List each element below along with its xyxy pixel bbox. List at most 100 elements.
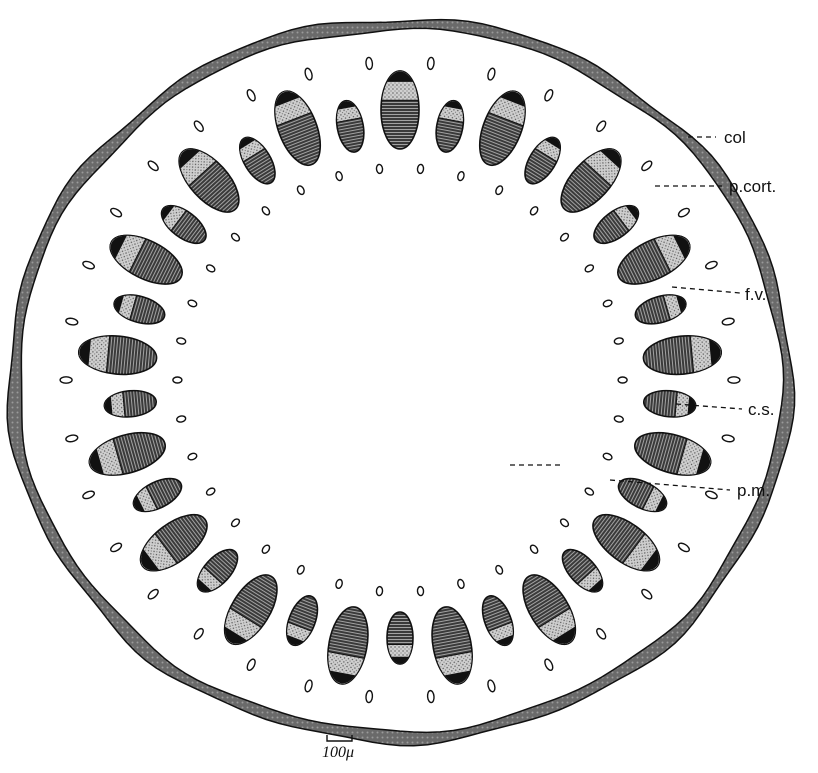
- pith-canal: [261, 205, 271, 216]
- secretory-canal: [728, 377, 740, 383]
- vascular-bundle: [190, 543, 244, 599]
- pith-canal: [495, 185, 504, 196]
- vascular-bundle: [613, 472, 671, 519]
- pith-canal: [230, 232, 241, 242]
- vascular-bundle: [476, 592, 519, 650]
- vascular-bundle: [632, 290, 689, 329]
- secretory-canal: [427, 690, 434, 703]
- secretory-canal: [595, 627, 607, 640]
- vascular-bundle: [426, 604, 478, 688]
- vascular-bundle: [518, 132, 568, 190]
- secretory-canal: [60, 377, 72, 383]
- secretory-canal: [365, 57, 372, 70]
- xylem: [190, 543, 244, 599]
- pith-canal: [614, 415, 624, 423]
- vascular-bundle: [155, 198, 212, 250]
- leader-lines: [510, 137, 742, 490]
- scale-bar: 100μ: [322, 735, 354, 761]
- vascular-bundle: [588, 198, 645, 250]
- secretory-canals: [60, 57, 740, 703]
- secretory-canal: [365, 690, 372, 703]
- secretory-canal: [147, 159, 160, 172]
- vascular-bundle: [432, 98, 467, 154]
- pith-canal: [457, 579, 465, 589]
- bundle-cap: [387, 72, 413, 82]
- secretory-canal: [543, 89, 554, 103]
- vascular-bundle: [266, 85, 330, 172]
- pith-canal: [176, 415, 186, 423]
- vascular-bundle: [333, 98, 368, 154]
- vascular-bundle: [471, 85, 535, 172]
- pith-canal: [376, 586, 383, 596]
- secretory-canal: [147, 588, 160, 601]
- pith-canal: [230, 518, 241, 528]
- label-c-s: c.s.: [748, 400, 774, 419]
- secretory-canal: [65, 317, 78, 325]
- pith-canal: [376, 164, 383, 174]
- xylem: [588, 198, 645, 250]
- pith-canal: [614, 337, 624, 345]
- pith-canal: [495, 564, 504, 575]
- secretory-canal: [109, 207, 123, 219]
- pith-canal: [602, 299, 613, 308]
- secretory-canal: [705, 490, 719, 500]
- vascular-bundle: [77, 333, 158, 378]
- secretory-canal: [487, 67, 496, 80]
- vascular-bundle: [643, 388, 697, 419]
- pith-canal: [187, 299, 198, 308]
- secretory-canal: [427, 57, 434, 70]
- secretory-canal: [487, 679, 496, 692]
- secretory-canal: [246, 658, 257, 672]
- secretory-canal: [677, 542, 691, 554]
- pith-canal: [457, 171, 465, 181]
- vascular-bundle: [642, 333, 723, 378]
- secretory-canal: [640, 588, 653, 601]
- pith-canal: [187, 452, 198, 461]
- pith-canal: [559, 232, 570, 242]
- pith-canal: [529, 205, 539, 216]
- secretory-canal: [82, 490, 96, 500]
- vascular-bundle: [387, 612, 413, 664]
- vascular-bundle: [381, 71, 419, 149]
- pith-canal: [559, 518, 570, 528]
- vascular-bundle: [322, 604, 374, 688]
- pith-canal: [173, 377, 182, 383]
- xylem: [233, 132, 282, 190]
- secretory-canal: [595, 119, 607, 132]
- vascular-bundle: [233, 132, 283, 190]
- pith-canal: [602, 452, 613, 461]
- pith-canal: [335, 579, 343, 589]
- secretory-canal: [677, 207, 691, 219]
- bundle-cap: [391, 657, 409, 664]
- scale-bar-label: 100μ: [322, 744, 354, 761]
- secretory-canal: [543, 658, 554, 672]
- label-f-v: f.v.: [745, 285, 766, 304]
- pith-canal: [584, 263, 595, 273]
- secretory-canal: [304, 67, 313, 80]
- secretory-canal: [722, 317, 735, 325]
- secretory-canal: [246, 89, 257, 103]
- leader-f-v: [672, 287, 740, 293]
- vascular-bundle: [84, 425, 170, 483]
- secretory-canal: [109, 542, 123, 554]
- pith-canal: [205, 487, 216, 497]
- pith-canal: [618, 377, 627, 383]
- label-p-m: p.m.: [737, 481, 770, 500]
- xylem: [155, 198, 212, 250]
- vascular-bundle: [630, 425, 716, 483]
- vascular-bundle: [111, 290, 168, 329]
- pith-canal: [296, 564, 305, 575]
- pith-canal: [335, 171, 343, 181]
- vascular-bundle: [281, 592, 324, 650]
- vascular-bundle: [103, 388, 157, 419]
- secretory-canal: [705, 260, 719, 270]
- secretory-canal: [722, 434, 735, 442]
- secretory-canal: [65, 434, 78, 442]
- secretory-canal: [193, 119, 205, 132]
- pith-canal: [529, 544, 539, 555]
- xylem: [555, 543, 609, 599]
- xylem: [518, 132, 567, 190]
- pith-canal: [261, 544, 271, 555]
